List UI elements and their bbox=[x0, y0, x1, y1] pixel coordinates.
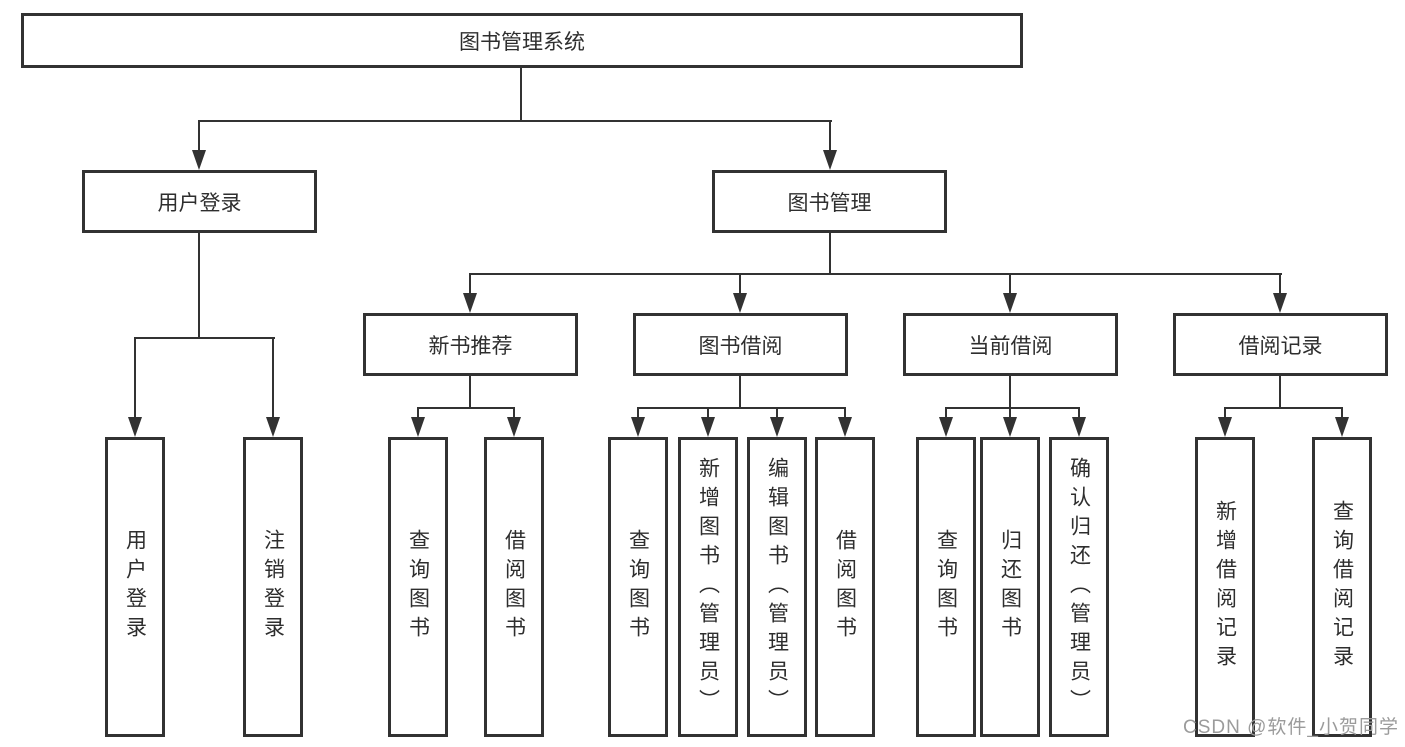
arrowhead-down-icon bbox=[507, 417, 521, 437]
line-segment bbox=[1224, 407, 1343, 409]
line-segment bbox=[417, 407, 515, 409]
node-book-management: 图书管理 bbox=[712, 170, 947, 233]
arrowhead-down-icon bbox=[733, 293, 747, 313]
line-segment bbox=[707, 407, 709, 421]
line-segment bbox=[1279, 375, 1281, 409]
leaf-query-book-current: 查询图书 bbox=[916, 437, 976, 737]
arrowhead-down-icon bbox=[1273, 293, 1287, 313]
line-segment bbox=[1279, 273, 1281, 295]
node-new-book-recommend: 新书推荐 bbox=[363, 313, 578, 376]
leaf-borrow-book-recommend: 借阅图书 bbox=[484, 437, 544, 737]
arrowhead-down-icon bbox=[701, 417, 715, 437]
line-segment bbox=[739, 375, 741, 409]
leaf-add-book-admin: 新增图书（管理员） bbox=[678, 437, 738, 737]
arrowhead-down-icon bbox=[631, 417, 645, 437]
arrowhead-down-icon bbox=[838, 417, 852, 437]
arrowhead-down-icon bbox=[939, 417, 953, 437]
leaf-query-borrow-record: 查询借阅记录 bbox=[1312, 437, 1372, 737]
leaf-return-book: 归还图书 bbox=[980, 437, 1040, 737]
line-segment bbox=[776, 407, 778, 421]
line-segment bbox=[844, 407, 846, 421]
line-segment bbox=[198, 120, 832, 122]
line-segment bbox=[1224, 407, 1226, 421]
line-segment bbox=[1009, 273, 1011, 295]
node-current-borrow: 当前借阅 bbox=[903, 313, 1118, 376]
leaf-edit-book-admin: 编辑图书（管理员） bbox=[747, 437, 807, 737]
leaf-query-book-recommend: 查询图书 bbox=[388, 437, 448, 737]
line-segment bbox=[1341, 407, 1343, 421]
arrowhead-down-icon bbox=[1335, 417, 1349, 437]
line-segment bbox=[198, 120, 200, 152]
line-segment bbox=[945, 407, 947, 421]
line-segment bbox=[520, 68, 522, 122]
leaf-user-login: 用户登录 bbox=[105, 437, 165, 737]
arrowhead-down-icon bbox=[411, 417, 425, 437]
arrowhead-down-icon bbox=[770, 417, 784, 437]
node-user-login: 用户登录 bbox=[82, 170, 317, 233]
arrowhead-down-icon bbox=[1072, 417, 1086, 437]
node-borrow-records: 借阅记录 bbox=[1173, 313, 1388, 376]
arrowhead-down-icon bbox=[463, 293, 477, 313]
csdn-watermark: CSDN @软件_小贺同学 bbox=[1183, 717, 1399, 738]
line-segment bbox=[637, 407, 639, 421]
arrowhead-down-icon bbox=[266, 417, 280, 437]
node-root: 图书管理系统 bbox=[21, 13, 1023, 68]
leaf-confirm-return-admin: 确认归还（管理员） bbox=[1049, 437, 1109, 737]
arrowhead-down-icon bbox=[128, 417, 142, 437]
line-segment bbox=[134, 337, 275, 339]
line-segment bbox=[1078, 407, 1080, 421]
line-segment bbox=[198, 233, 200, 339]
line-segment bbox=[134, 337, 136, 421]
line-segment bbox=[469, 375, 471, 409]
line-segment bbox=[272, 337, 274, 421]
line-segment bbox=[1009, 407, 1011, 421]
line-segment bbox=[739, 273, 741, 295]
line-segment bbox=[513, 407, 515, 421]
line-segment bbox=[829, 233, 831, 275]
leaf-query-book-borrow: 查询图书 bbox=[608, 437, 668, 737]
arrowhead-down-icon bbox=[1003, 293, 1017, 313]
arrowhead-down-icon bbox=[192, 150, 206, 170]
arrowhead-down-icon bbox=[1218, 417, 1232, 437]
node-book-borrow: 图书借阅 bbox=[633, 313, 848, 376]
leaf-add-borrow-record: 新增借阅记录 bbox=[1195, 437, 1255, 737]
arrowhead-down-icon bbox=[1003, 417, 1017, 437]
leaf-logout: 注销登录 bbox=[243, 437, 303, 737]
line-segment bbox=[1009, 375, 1011, 409]
line-segment bbox=[945, 407, 1080, 409]
leaf-borrow-book: 借阅图书 bbox=[815, 437, 875, 737]
line-segment bbox=[417, 407, 419, 421]
line-segment bbox=[829, 120, 831, 152]
line-segment bbox=[469, 273, 471, 295]
arrowhead-down-icon bbox=[823, 150, 837, 170]
line-segment bbox=[469, 273, 1282, 275]
line-segment bbox=[637, 407, 846, 409]
